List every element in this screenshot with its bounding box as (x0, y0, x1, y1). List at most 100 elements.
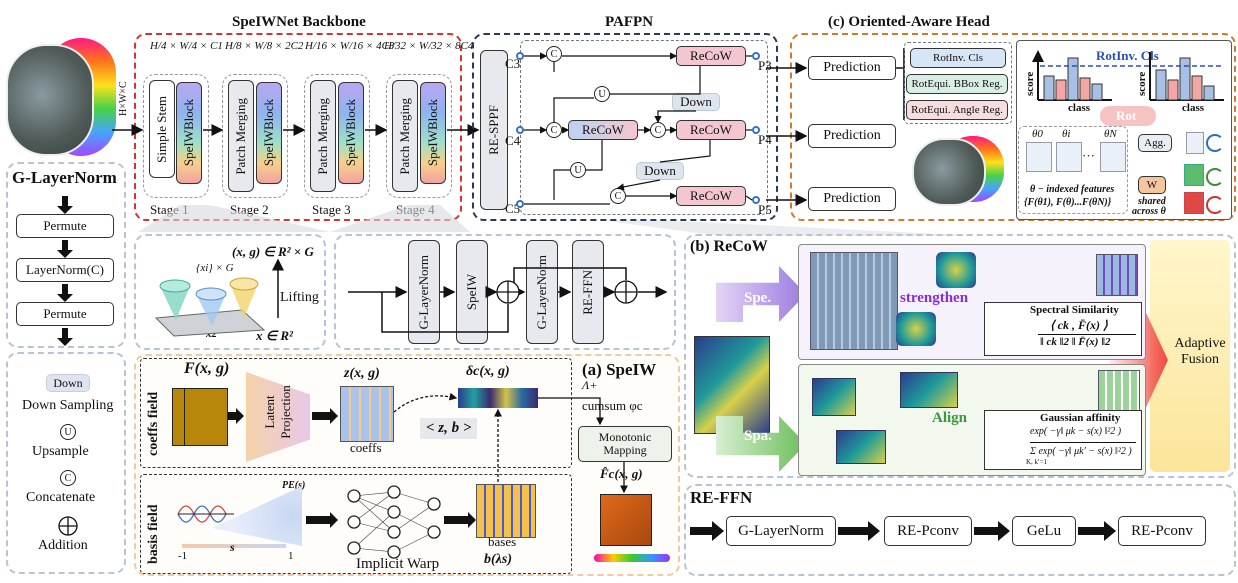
theta-ellipsis: ··· (1082, 148, 1095, 163)
speiw-title-text: (a) SpeIW (582, 360, 657, 379)
block-speiw: SpeIW (456, 240, 488, 344)
head-aerial-photo (912, 138, 986, 206)
task-rotequi-angle-label: RotEqui. Angle Reg. (911, 104, 1003, 116)
head-title: (c) Oriented-Aware Head (828, 14, 990, 30)
delta-strip (458, 388, 538, 408)
legend-frame (6, 352, 126, 574)
glayernorm-frame (6, 162, 126, 348)
align-label: Align (932, 410, 968, 426)
speiw-block-4: SpeIWBlock (420, 82, 446, 184)
spectral-title: Spectral Similarity (1030, 304, 1119, 316)
features-line-1: θ − indexed features (1030, 184, 1115, 195)
lambda-label: Λ+ (582, 378, 598, 392)
patch-merging-4: Patch Merging (392, 80, 418, 192)
lifting-formula: (x, g) ∈ R² × G (232, 244, 314, 259)
rot-label: Rot (1116, 108, 1137, 123)
head-frame (790, 33, 1236, 221)
bases-vectors (476, 484, 536, 538)
task-rotequi-bbox: RotEqui. BBox Reg. (906, 74, 1008, 94)
implicit-warp-label: Implicit Warp (356, 556, 440, 572)
w-output-green (1184, 164, 1204, 186)
concat-symbol: C (614, 190, 622, 202)
speiw-block-1: SpeIWBlock (176, 82, 202, 184)
concat-4: C (610, 188, 626, 204)
w-output-red (1184, 192, 1204, 214)
reffn-gelu: GeLu (1012, 516, 1076, 546)
upsample-1: U (594, 86, 610, 102)
spe-heatmap-top (936, 252, 976, 288)
coeffs-field-frame (140, 358, 572, 468)
spectral-box (984, 302, 1142, 356)
spa-label: Spa. (744, 428, 772, 444)
recow-mid-left: ReCoW (568, 120, 638, 140)
reffn-repconv-1: RE-Pconv (884, 516, 972, 546)
theta0-label: θ0 (1032, 128, 1043, 140)
patch-merging-3: Patch Merging (310, 80, 336, 192)
task-rotequi-angle: RotEqui. Angle Reg. (906, 100, 1008, 120)
agg-label: Agg. (1144, 137, 1166, 149)
spectral-divider (1038, 334, 1136, 335)
spa-heatmap-3 (836, 430, 886, 464)
reffn-glayernorm-label: G-LayerNorm (738, 522, 824, 539)
class-label-2: class (1182, 102, 1204, 114)
re-sppf-block: RE-SPPF (480, 50, 508, 210)
agg-output (1186, 132, 1204, 154)
pafpn-c4: C4 (505, 133, 521, 148)
dim-stage-3: H/16 × W/16 × 4C3 (305, 40, 395, 52)
speiw-block-3: SpeIWBlock (338, 82, 364, 184)
shared-line-2: across θ (1132, 206, 1166, 217)
fxg-label: F(x, g) (184, 360, 230, 377)
prediction-label: Prediction (823, 60, 881, 75)
agg-box: Agg. (1138, 134, 1172, 152)
dim-stage-2: H/8 × W/8 × 2C2 (225, 40, 304, 52)
upsample-2: U (570, 162, 586, 178)
fhat-label: F̂c(x, g) (600, 466, 643, 481)
pafpn-title: PAFPN (605, 14, 654, 30)
block-glayernorm-2: G-LayerNorm (526, 240, 558, 344)
reffn-frame (684, 484, 1236, 576)
reffn-title: RE-FFN (690, 488, 753, 507)
features-line-2: {F(θ1), F(θ)...F(θN)} (1024, 197, 1112, 208)
pafpn-frame (472, 33, 778, 221)
patch-merging-2: Patch Merging (228, 80, 254, 192)
reffn-glayernorm: G-LayerNorm (726, 516, 836, 546)
recow-label: ReCoW (690, 122, 732, 137)
cycle-icon-blue (1206, 134, 1224, 152)
legend-down-box: Down (46, 374, 90, 392)
stage-2-frame (222, 74, 288, 198)
legend-upsample-label: Upsample (32, 444, 89, 459)
output-ribbon (594, 554, 670, 562)
coeff-vectors (340, 386, 394, 442)
w-label: W (1146, 179, 1158, 191)
concat-symbol: C (550, 124, 558, 136)
down-label: Down (644, 163, 676, 178)
upsample-symbol: U (598, 88, 606, 100)
zxg-label: z(x, g) (344, 366, 380, 381)
gln-permute-2: Permute (16, 302, 114, 326)
stage-3-frame (304, 74, 370, 198)
fusion-text: Adaptive Fusion (1174, 336, 1226, 367)
prediction-p5: Prediction (808, 187, 896, 211)
thetaN-cube (1100, 142, 1126, 172)
upsample-symbol: U (574, 164, 582, 176)
gln-permute-1: Permute (16, 214, 114, 238)
spectral-num: ⟨ ck , F̄(x) ⟩ (1050, 318, 1108, 332)
theta0-cube (1026, 142, 1052, 172)
legend-down-box-label: Down (53, 375, 83, 390)
recow-label: ReCoW (582, 122, 624, 137)
gaussian-sum: K, k′=1 (1026, 458, 1048, 466)
speiw-block-2: SpeIWBlock (256, 82, 282, 184)
recow-p4: ReCoW (676, 120, 746, 140)
legend-upsample-icon: U (60, 424, 76, 440)
node-p5 (752, 196, 760, 204)
theta-frame (1018, 126, 1128, 214)
gaussian-title: Gaussian affinity (1040, 412, 1121, 424)
prediction-label: Prediction (823, 128, 881, 143)
down-box-2: Down (636, 162, 684, 180)
gaussian-num: exp( −γ‖ μk − s(x) ‖²2 ) (1030, 426, 1122, 437)
task-rotinv-cls: RotInv. Cls (910, 48, 1006, 68)
spe-mini-cube (1096, 254, 1138, 296)
